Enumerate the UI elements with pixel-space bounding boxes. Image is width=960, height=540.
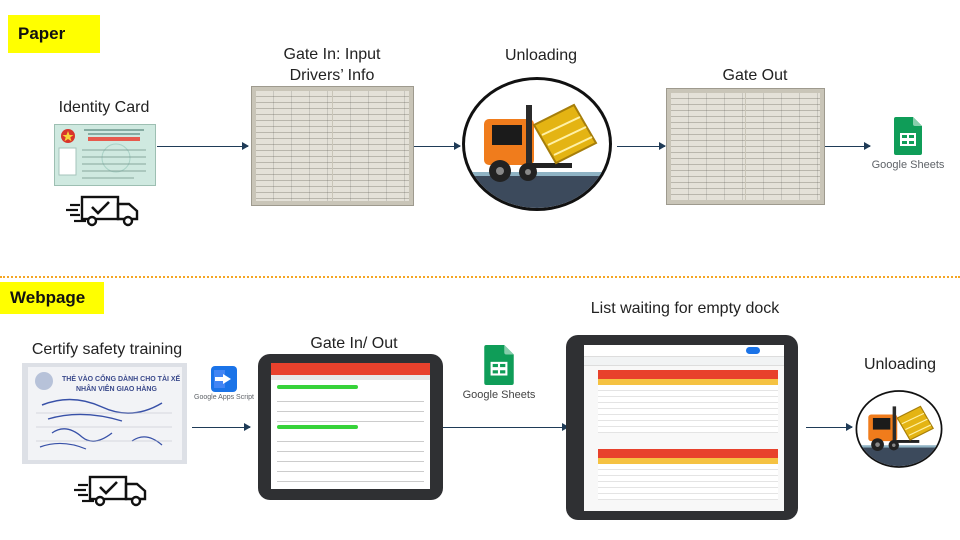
arrow-id-to-gate-in xyxy=(157,142,249,150)
sheet-row xyxy=(598,494,778,500)
sheet-table-top xyxy=(598,370,778,433)
google-sheets-logo-paper: Google Sheets xyxy=(866,117,950,171)
sheet-row xyxy=(598,385,778,391)
delivery-truck-icon xyxy=(66,195,142,227)
form-line xyxy=(277,462,424,472)
unloading-caption: Unloading xyxy=(504,47,578,64)
sheet-screen xyxy=(584,345,784,511)
paper-section-label: Paper xyxy=(8,15,100,53)
form-line xyxy=(277,432,424,442)
delivery-truck-icon-webpage xyxy=(74,475,150,507)
gate-form-body xyxy=(271,380,430,489)
arrow-gate-out-to-sheets xyxy=(825,142,871,150)
ledger-left-page xyxy=(256,91,332,201)
waiting-list-caption: List waiting for empty dock xyxy=(590,300,780,317)
gate-form-tabs xyxy=(271,375,430,380)
unloading-caption-webpage: Unloading xyxy=(863,356,937,373)
paper-form-photo-icon: THẺ VÀO CỔNG DÀNH CHO TÀI XẾ NHÂN VIÊN G… xyxy=(22,363,187,464)
gate-in-caption: Gate In: Input Drivers’ Info xyxy=(250,44,414,86)
webpage-label-text: Webpage xyxy=(10,288,86,307)
google-apps-script-logo: Google Apps Script xyxy=(194,366,254,401)
google-sheets-icon xyxy=(894,117,922,155)
ledger-right-page xyxy=(746,93,820,200)
google-apps-script-icon xyxy=(211,366,237,392)
sheet-header-row xyxy=(598,379,778,385)
arrow-gate-in-to-unloading xyxy=(414,142,461,150)
arrow-unloading-to-gate-out xyxy=(617,142,666,150)
id-card-icon xyxy=(54,124,156,186)
form-line xyxy=(277,392,424,402)
sheet-row xyxy=(598,391,778,397)
tablet-icon xyxy=(258,354,443,500)
forklift-icon xyxy=(460,75,614,213)
google-sheets-label: Google Sheets xyxy=(871,159,945,171)
form-line xyxy=(277,452,424,462)
arrow-waiting-list-to-unloading xyxy=(806,423,853,431)
gate-in-out-caption: Gate In/ Out xyxy=(310,335,398,352)
apps-script-label: Google Apps Script xyxy=(194,394,254,401)
sheet-row xyxy=(598,476,778,482)
sheet-row xyxy=(598,421,778,427)
svg-text:THẺ VÀO CỔNG DÀNH CHO TÀI XẾ: THẺ VÀO CỔNG DÀNH CHO TÀI XẾ xyxy=(62,373,181,383)
form-green-bar xyxy=(277,425,358,429)
sheet-row xyxy=(598,403,778,409)
sheet-row xyxy=(598,409,778,415)
svg-text:NHÂN VIÊN GIAO HÀNG: NHÂN VIÊN GIAO HÀNG xyxy=(76,384,157,393)
gate-out-caption: Gate Out xyxy=(722,67,788,84)
sheet-banner xyxy=(598,449,778,458)
form-line xyxy=(277,412,424,422)
identity-card-caption: Identity Card xyxy=(58,99,150,116)
ledger-right-page xyxy=(333,91,409,201)
gate-in-caption-line2: Drivers’ Info xyxy=(289,67,375,84)
share-button-icon xyxy=(746,347,760,354)
certify-caption: Certify safety training xyxy=(31,341,183,358)
arrow-gate-to-waiting-list xyxy=(443,423,569,431)
section-divider xyxy=(0,276,960,278)
form-line xyxy=(277,442,424,452)
forklift-icon-webpage xyxy=(854,389,944,469)
sheet-row xyxy=(598,415,778,421)
form-line xyxy=(277,472,424,482)
sheet-row xyxy=(598,482,778,488)
gate-form-header xyxy=(271,363,430,375)
sheet-table-bottom xyxy=(598,449,778,500)
ledger-book-icon xyxy=(251,86,414,206)
form-green-bar xyxy=(277,385,358,389)
tablet-icon-sheets xyxy=(566,335,798,520)
sheet-header-row xyxy=(598,458,778,464)
google-sheets-label-webpage: Google Sheets xyxy=(462,389,536,401)
gate-form-screen xyxy=(271,363,430,489)
arrow-certify-to-gate xyxy=(192,423,251,431)
sheet-row xyxy=(598,464,778,470)
sheet-row xyxy=(598,397,778,403)
webpage-section-label: Webpage xyxy=(0,282,104,314)
form-line xyxy=(277,402,424,412)
ledger-left-page xyxy=(671,93,745,200)
sheet-row xyxy=(598,470,778,476)
sheet-banner xyxy=(598,370,778,379)
google-sheets-icon-webpage xyxy=(484,345,514,385)
sheet-row xyxy=(598,427,778,433)
sheet-toolbar xyxy=(584,345,784,357)
sheet-formula-bar xyxy=(584,357,784,366)
form-line xyxy=(277,482,424,489)
gate-in-caption-line1: Gate In: Input xyxy=(283,46,381,63)
google-sheets-logo-webpage: Google Sheets xyxy=(460,345,538,401)
sheet-row xyxy=(598,488,778,494)
paper-label-text: Paper xyxy=(18,24,66,43)
ledger-book-icon-gate-out xyxy=(666,88,825,205)
